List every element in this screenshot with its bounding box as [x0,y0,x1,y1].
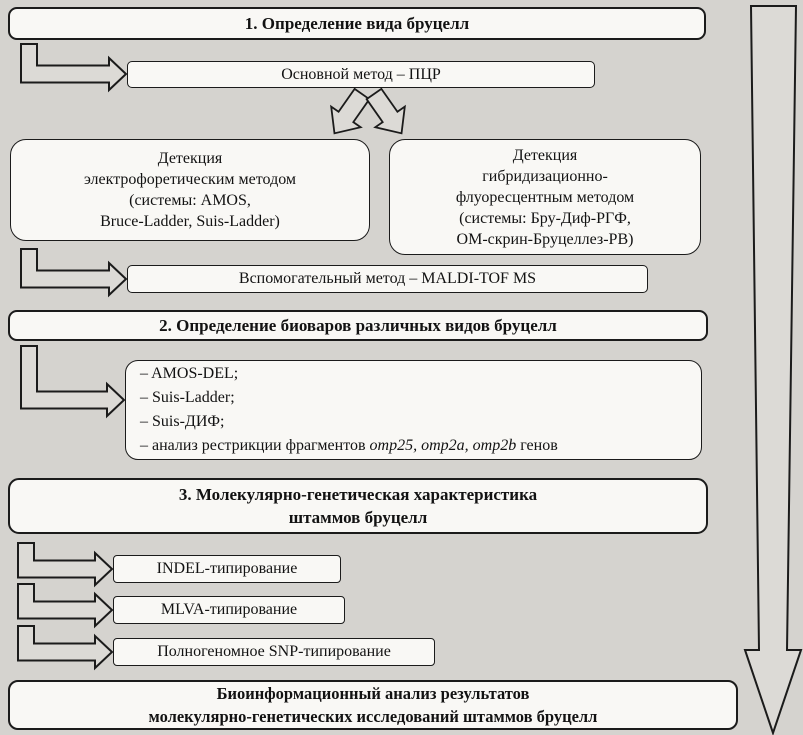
step2-title: 2. Определение биоваров различных видов … [159,316,557,335]
step2-header-box: 2. Определение биоваров различных видов … [8,310,708,341]
detection-right-line: флуоресцентным методом [455,188,635,206]
elbow-arrow-icon [17,583,114,629]
maldi-method-label: Вспомогательный метод – MALDI-TOF MS [238,270,537,287]
detection-right-line: гибридизационно- [482,167,608,185]
biovar-methods-box: – AMOS-DEL; – Suis-Ladder; – Suis-ДИФ; –… [125,360,702,460]
restriction-genes: omp25, omp2a, omp2b [369,437,517,454]
mlva-typing-box: MLVA-типирование [113,596,345,624]
step3-header-box: 3. Молекулярно-генетическая характеристи… [8,478,708,534]
elbow-arrow-icon [20,248,128,298]
mlva-typing-label: MLVA-типирование [160,601,298,618]
detection-left-line: Детекция [157,150,223,167]
electrophoretic-detection-box: Детекция электрофоретическим методом (си… [10,139,370,241]
bioinformatics-line2: молекулярно-генетических исследований шт… [148,707,598,726]
elbow-arrow-icon [20,43,128,93]
step1-header-box: 1. Определение вида бруцелл [8,7,706,40]
elbow-arrow-icon [20,345,126,419]
maldi-method-box: Вспомогательный метод – MALDI-TOF MS [127,265,648,293]
biovar-method-item: – AMOS-DEL; [140,365,239,382]
pcr-method-box: Основной метод – ПЦР [127,61,595,88]
detection-left-line: (системы: AMOS, [129,192,251,209]
detection-right-line: (системы: Бру-Диф-РГФ, [459,209,631,227]
detection-right-line: ОМ-скрин-Бруцеллез-РВ) [456,230,634,248]
detection-right-line: Детекция [512,146,578,164]
indel-typing-label: INDEL-типирование [156,560,298,577]
bioinformatics-line1: Биоинформационный анализ результатов [216,684,530,703]
split-double-arrow-icon [330,87,406,135]
elbow-arrow-icon [17,542,114,588]
restriction-prefix: – анализ рестрикции фрагментов [140,437,370,454]
detection-left-line: Bruce-Ladder, Suis-Ladder) [100,213,280,230]
step3-title-line2: штаммов бруцелл [288,508,428,527]
elbow-arrow-icon [17,625,114,671]
detection-left-line: электрофоретическим методом [83,171,297,188]
biovar-method-item: – Suis-Ladder; [140,389,235,406]
biovar-method-item: – Suis-ДИФ; [140,413,225,430]
hybridization-detection-box: Детекция гибридизационно- флуоресцентным… [389,139,701,255]
bioinformatics-box: Биоинформационный анализ результатов мол… [8,680,738,730]
restriction-suffix: генов [516,437,558,454]
restriction-analysis-item: – анализ рестрикции фрагментов omp25, om… [140,434,558,458]
step1-title: 1. Определение вида бруцелл [244,14,470,33]
indel-typing-box: INDEL-типирование [113,555,341,583]
step3-title-line1: 3. Молекулярно-генетическая характеристи… [178,485,538,504]
snp-typing-box: Полногеномное SNP-типирование [113,638,435,666]
long-down-arrow-icon [743,5,803,735]
pcr-method-label: Основной метод – ПЦР [281,65,441,83]
snp-typing-label: Полногеномное SNP-типирование [157,643,391,660]
